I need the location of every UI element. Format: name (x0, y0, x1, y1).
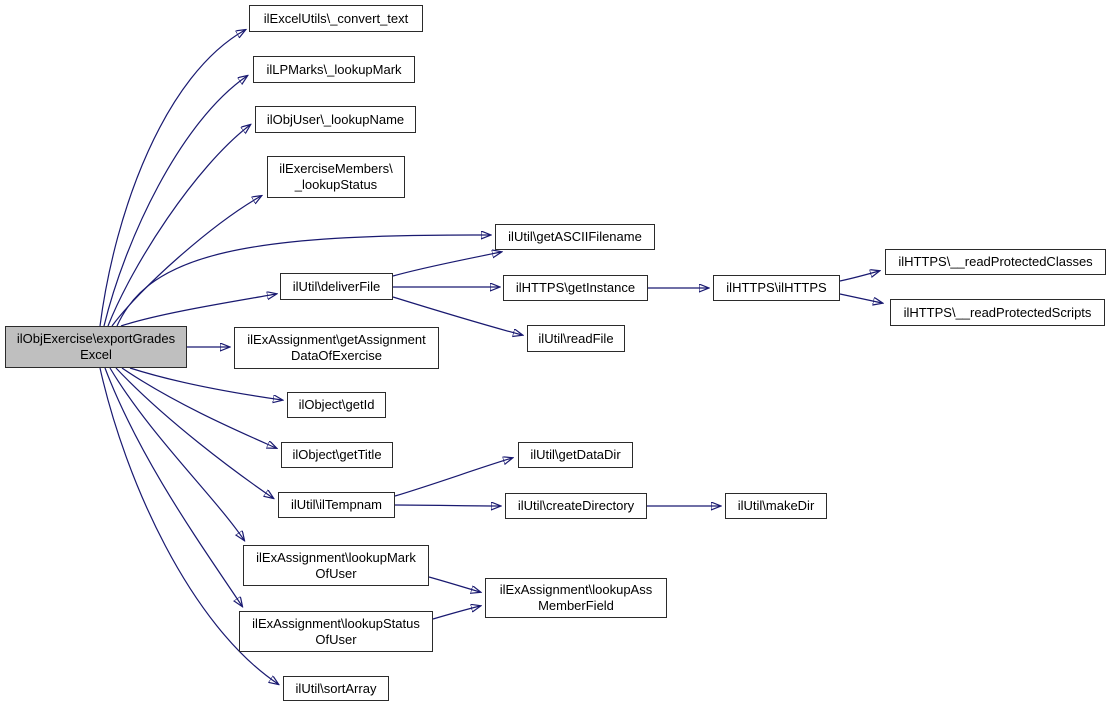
node-ilhttps-ilhttps[interactable]: ilHTTPS\ilHTTPS (713, 275, 840, 301)
edge-main-get-title (121, 367, 276, 448)
node-ilobject-gettitle[interactable]: ilObject\getTitle (281, 442, 393, 468)
node-ilutil-deliverfile[interactable]: ilUtil\deliverFile (280, 273, 393, 300)
node-ilutil-iltempnam[interactable]: ilUtil\ilTempnam (278, 492, 395, 518)
node-ilexercisemembers-lookupstatus[interactable]: ilExerciseMembers\ _lookupStatus (267, 156, 405, 198)
node-ilutil-readfile[interactable]: ilUtil\readFile (527, 325, 625, 352)
node-ilutil-makedir[interactable]: ilUtil\makeDir (725, 493, 827, 519)
edge-main-convert-text (99, 30, 245, 327)
node-ilobjuser-lookupname[interactable]: ilObjUser\_lookupName (255, 106, 416, 133)
edge-il-tempnam-create-directory (394, 505, 500, 506)
node-illpmarks-lookupmark[interactable]: ilLPMarks\_lookupMark (253, 56, 415, 83)
edge-main-lookup-name (107, 125, 250, 327)
node-ilutil-getasciifilename[interactable]: ilUtil\getASCIIFilename (495, 224, 655, 250)
edge-il-https-read-protected-classes (839, 271, 879, 282)
edge-main-deliver-file (120, 294, 276, 327)
node-ilhttps-readprotectedclasses[interactable]: ilHTTPS\__readProtectedClasses (885, 249, 1106, 275)
edge-lookup-mark-of-user-lookup-ass-member-field (428, 576, 480, 592)
edge-main-lookup-mark (103, 76, 247, 327)
edge-deliver-file-get-ascii (392, 252, 501, 277)
edge-deliver-file-read-file (392, 296, 522, 335)
node-ilexassignment-lookupassmemberfield[interactable]: ilExAssignment\lookupAss MemberField (485, 578, 667, 618)
edge-main-sort-array (99, 367, 278, 684)
edge-il-tempnam-get-data-dir (394, 458, 512, 497)
node-ilexcelutils-convert-text[interactable]: ilExcelUtils\_convert_text (249, 5, 423, 32)
edge-main-lookup-status-of-user (104, 367, 242, 606)
node-ilexassignment-lookupmarkofuser[interactable]: ilExAssignment\lookupMark OfUser (243, 545, 429, 586)
edge-main-lookup-mark-of-user (109, 367, 244, 540)
node-ilhttps-readprotectedscripts[interactable]: ilHTTPS\__readProtectedScripts (890, 299, 1105, 326)
edge-il-https-read-protected-scripts (839, 293, 882, 303)
node-ilexassignment-getassignmentdataofexercise[interactable]: ilExAssignment\getAssignment DataOfExerc… (234, 327, 439, 369)
node-ilutil-getdatadir[interactable]: ilUtil\getDataDir (518, 442, 633, 468)
edge-main-get-id (129, 367, 282, 400)
edge-lookup-status-of-user-lookup-ass-member-field (432, 606, 480, 620)
node-ilexassignment-lookupstatusofuser[interactable]: ilExAssignment\lookupStatus OfUser (239, 611, 433, 652)
edge-main-lookup-status (111, 196, 261, 327)
edge-main-get-ascii (116, 235, 490, 327)
edge-main-il-tempnam (115, 367, 273, 498)
node-ilutil-createdirectory[interactable]: ilUtil\createDirectory (505, 493, 647, 519)
node-ilhttps-getinstance[interactable]: ilHTTPS\getInstance (503, 275, 648, 301)
node-ilutil-sortarray[interactable]: ilUtil\sortArray (283, 676, 389, 701)
node-ilobjexercise-exportgradesexcel: ilObjExercise\exportGrades Excel (5, 326, 187, 368)
node-ilobject-getid[interactable]: ilObject\getId (287, 392, 386, 418)
